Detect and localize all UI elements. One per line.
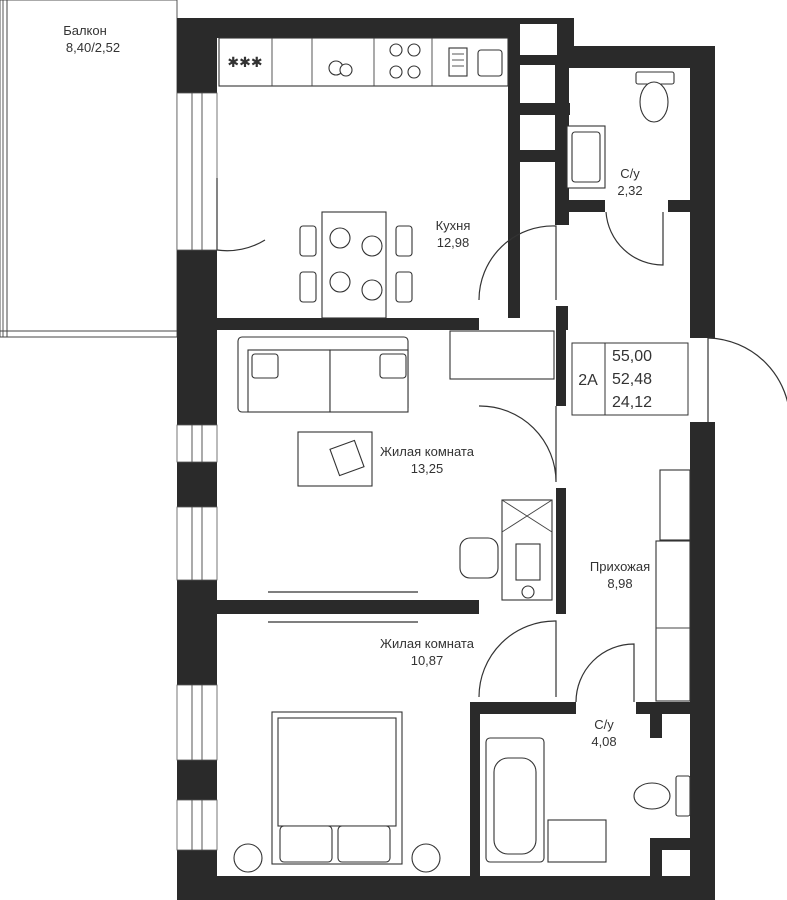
rooms-area: 24,12 [612,394,652,411]
hall-area: 8,98 [607,576,632,591]
living2-name: Жилая комната [380,636,475,651]
wc1-name: С/у [620,166,640,181]
living2-furniture [233,711,441,873]
living1-furniture [237,330,555,623]
kitchen-area: 12,98 [437,235,470,250]
living1-area: 13,25 [411,461,444,476]
balcony-name: Балкон [63,23,107,38]
wc2-furniture [485,737,691,863]
wc2-area: 4,08 [591,734,616,749]
living2-area: 10,87 [411,653,444,668]
kitchen-furniture: ✱✱✱ [218,37,509,319]
room-labels: Балкон 8,40/2,52 Кухня 12,98 С/у 2,32 Жи… [63,23,650,749]
hall-name: Прихожая [590,559,650,574]
living1-name: Жилая комната [380,444,475,459]
kitchen-name: Кухня [436,218,471,233]
apartment-type: 2A [578,372,598,389]
windows [176,92,218,851]
wc1-furniture [566,71,675,189]
total-area: 55,00 [612,348,652,365]
balcony-area: 8,40/2,52 [66,40,120,55]
walls [177,18,715,900]
apartment-info: 2A 55,00 52,48 24,12 [571,342,689,416]
wc2-name: С/у [594,717,614,732]
hall-furniture [655,469,691,702]
fridge-icon: ✱✱✱ [227,55,262,71]
living-area: 52,48 [612,371,652,388]
doors [216,178,787,703]
wc1-area: 2,32 [617,183,642,198]
